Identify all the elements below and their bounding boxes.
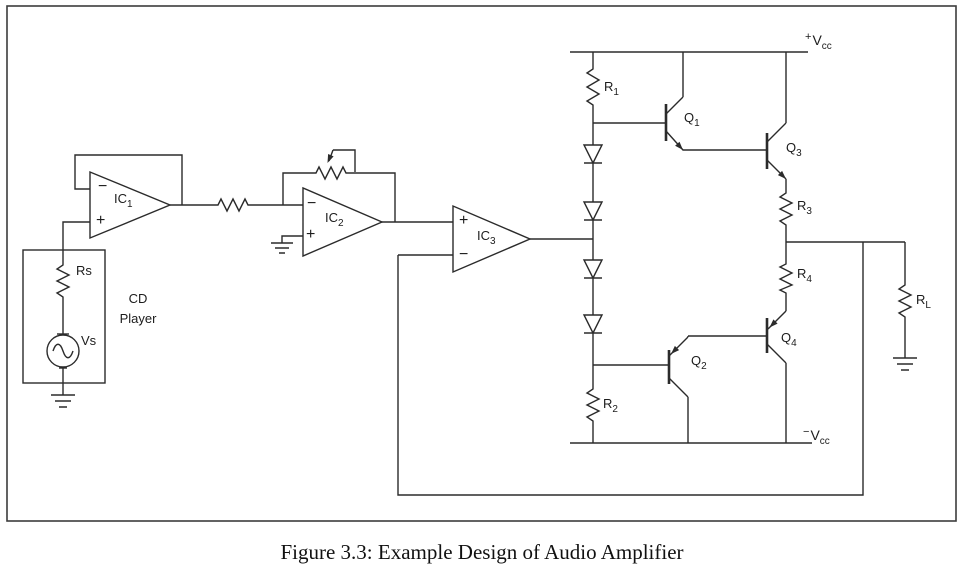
ic2-minus-input-sign: −: [307, 195, 317, 212]
resistor-r3: [778, 190, 794, 228]
ground-icon: [893, 357, 917, 371]
label-cd-player: CD Player: [119, 291, 157, 326]
q4-collector: [766, 343, 787, 443]
ic1-minus-input-sign: −: [98, 178, 108, 195]
figure-border: [6, 5, 957, 522]
opamp-triangle-ic1: [89, 170, 172, 240]
transistor-q1: [593, 52, 767, 151]
transistor-q3: [765, 52, 787, 190]
label-r2: R2: [603, 396, 618, 415]
transistor-q4: [688, 310, 787, 443]
sine-wave-icon: [52, 343, 74, 359]
diode-4-icon: [582, 314, 604, 335]
opamp-ic2: [271, 149, 453, 258]
resistor-r4: [778, 262, 794, 294]
wire-plus-input: [62, 221, 90, 262]
resistor-r1: [585, 66, 601, 106]
ic3-minus-input-sign: −: [459, 246, 469, 263]
potentiometer-resistor: [312, 165, 352, 181]
q2-collector: [668, 377, 689, 443]
opamp-triangle-ic3: [452, 204, 532, 274]
q1-emitter-arrow-icon: [675, 141, 683, 150]
label-q4: Q4: [781, 330, 797, 349]
bias-diode-string: [582, 52, 604, 443]
resistor-series-input: [213, 197, 253, 213]
ic1-feedback-wire: [74, 154, 183, 205]
q4-emitter-arrow-icon: [769, 319, 778, 328]
ground-icon: [51, 394, 75, 408]
label-ic3: IC3: [477, 228, 496, 247]
opamp-ic3: [398, 204, 593, 274]
load-branch: [893, 242, 917, 371]
q3-collector: [766, 52, 787, 143]
label-vs: Vs: [81, 333, 97, 348]
label-r1: R1: [604, 79, 619, 98]
wire-plus-to-ground: [281, 235, 303, 243]
vcc-negative-label: −Vcc: [803, 426, 830, 447]
ground-icon: [271, 242, 293, 254]
audio-amplifier-schematic: [6, 5, 957, 522]
label-q1: Q1: [684, 110, 700, 129]
output-column: [778, 190, 905, 311]
q3-emitter-arrow-icon: [777, 170, 786, 179]
label-ic1: IC1: [114, 191, 133, 210]
diode-3-icon: [582, 259, 604, 280]
label-q2: Q2: [691, 353, 707, 372]
label-r3: R3: [797, 198, 812, 217]
diode-2-icon: [582, 201, 604, 222]
diode-1-icon: [582, 144, 604, 165]
label-r4: R4: [797, 266, 812, 285]
opamp-ic1: [74, 154, 303, 240]
opamp-triangle-ic2: [302, 186, 384, 258]
cd-player-box: [22, 249, 106, 384]
ic3-plus-input-sign: +: [459, 212, 469, 229]
ic1-plus-input-sign: +: [96, 212, 106, 229]
pot-wiper-wire: [333, 149, 356, 172]
ic2-feedback-right-wire: [352, 172, 396, 222]
figure-caption: Figure 3.3: Example Design of Audio Ampl…: [280, 540, 684, 564]
global-feedback-wire: [397, 242, 864, 496]
label-rl: RL: [916, 292, 931, 311]
q2-emitter-arrow-icon: [671, 345, 680, 354]
pot-wiper-arrow-icon: [327, 154, 334, 163]
q1-collector: [665, 52, 684, 115]
label-ic2: IC2: [325, 210, 344, 229]
resistor-rl: [897, 283, 913, 320]
ic2-feedback-left-wire: [282, 172, 312, 205]
label-rs: Rs: [76, 263, 92, 278]
cd-player-block: [22, 221, 106, 408]
label-q3: Q3: [786, 140, 802, 159]
transistor-q2: [593, 336, 689, 443]
resistor-rs: [55, 262, 71, 300]
ic2-plus-input-sign: +: [306, 226, 316, 243]
resistor-r2: [585, 387, 601, 423]
vcc-positive-label: +Vcc: [805, 31, 832, 52]
